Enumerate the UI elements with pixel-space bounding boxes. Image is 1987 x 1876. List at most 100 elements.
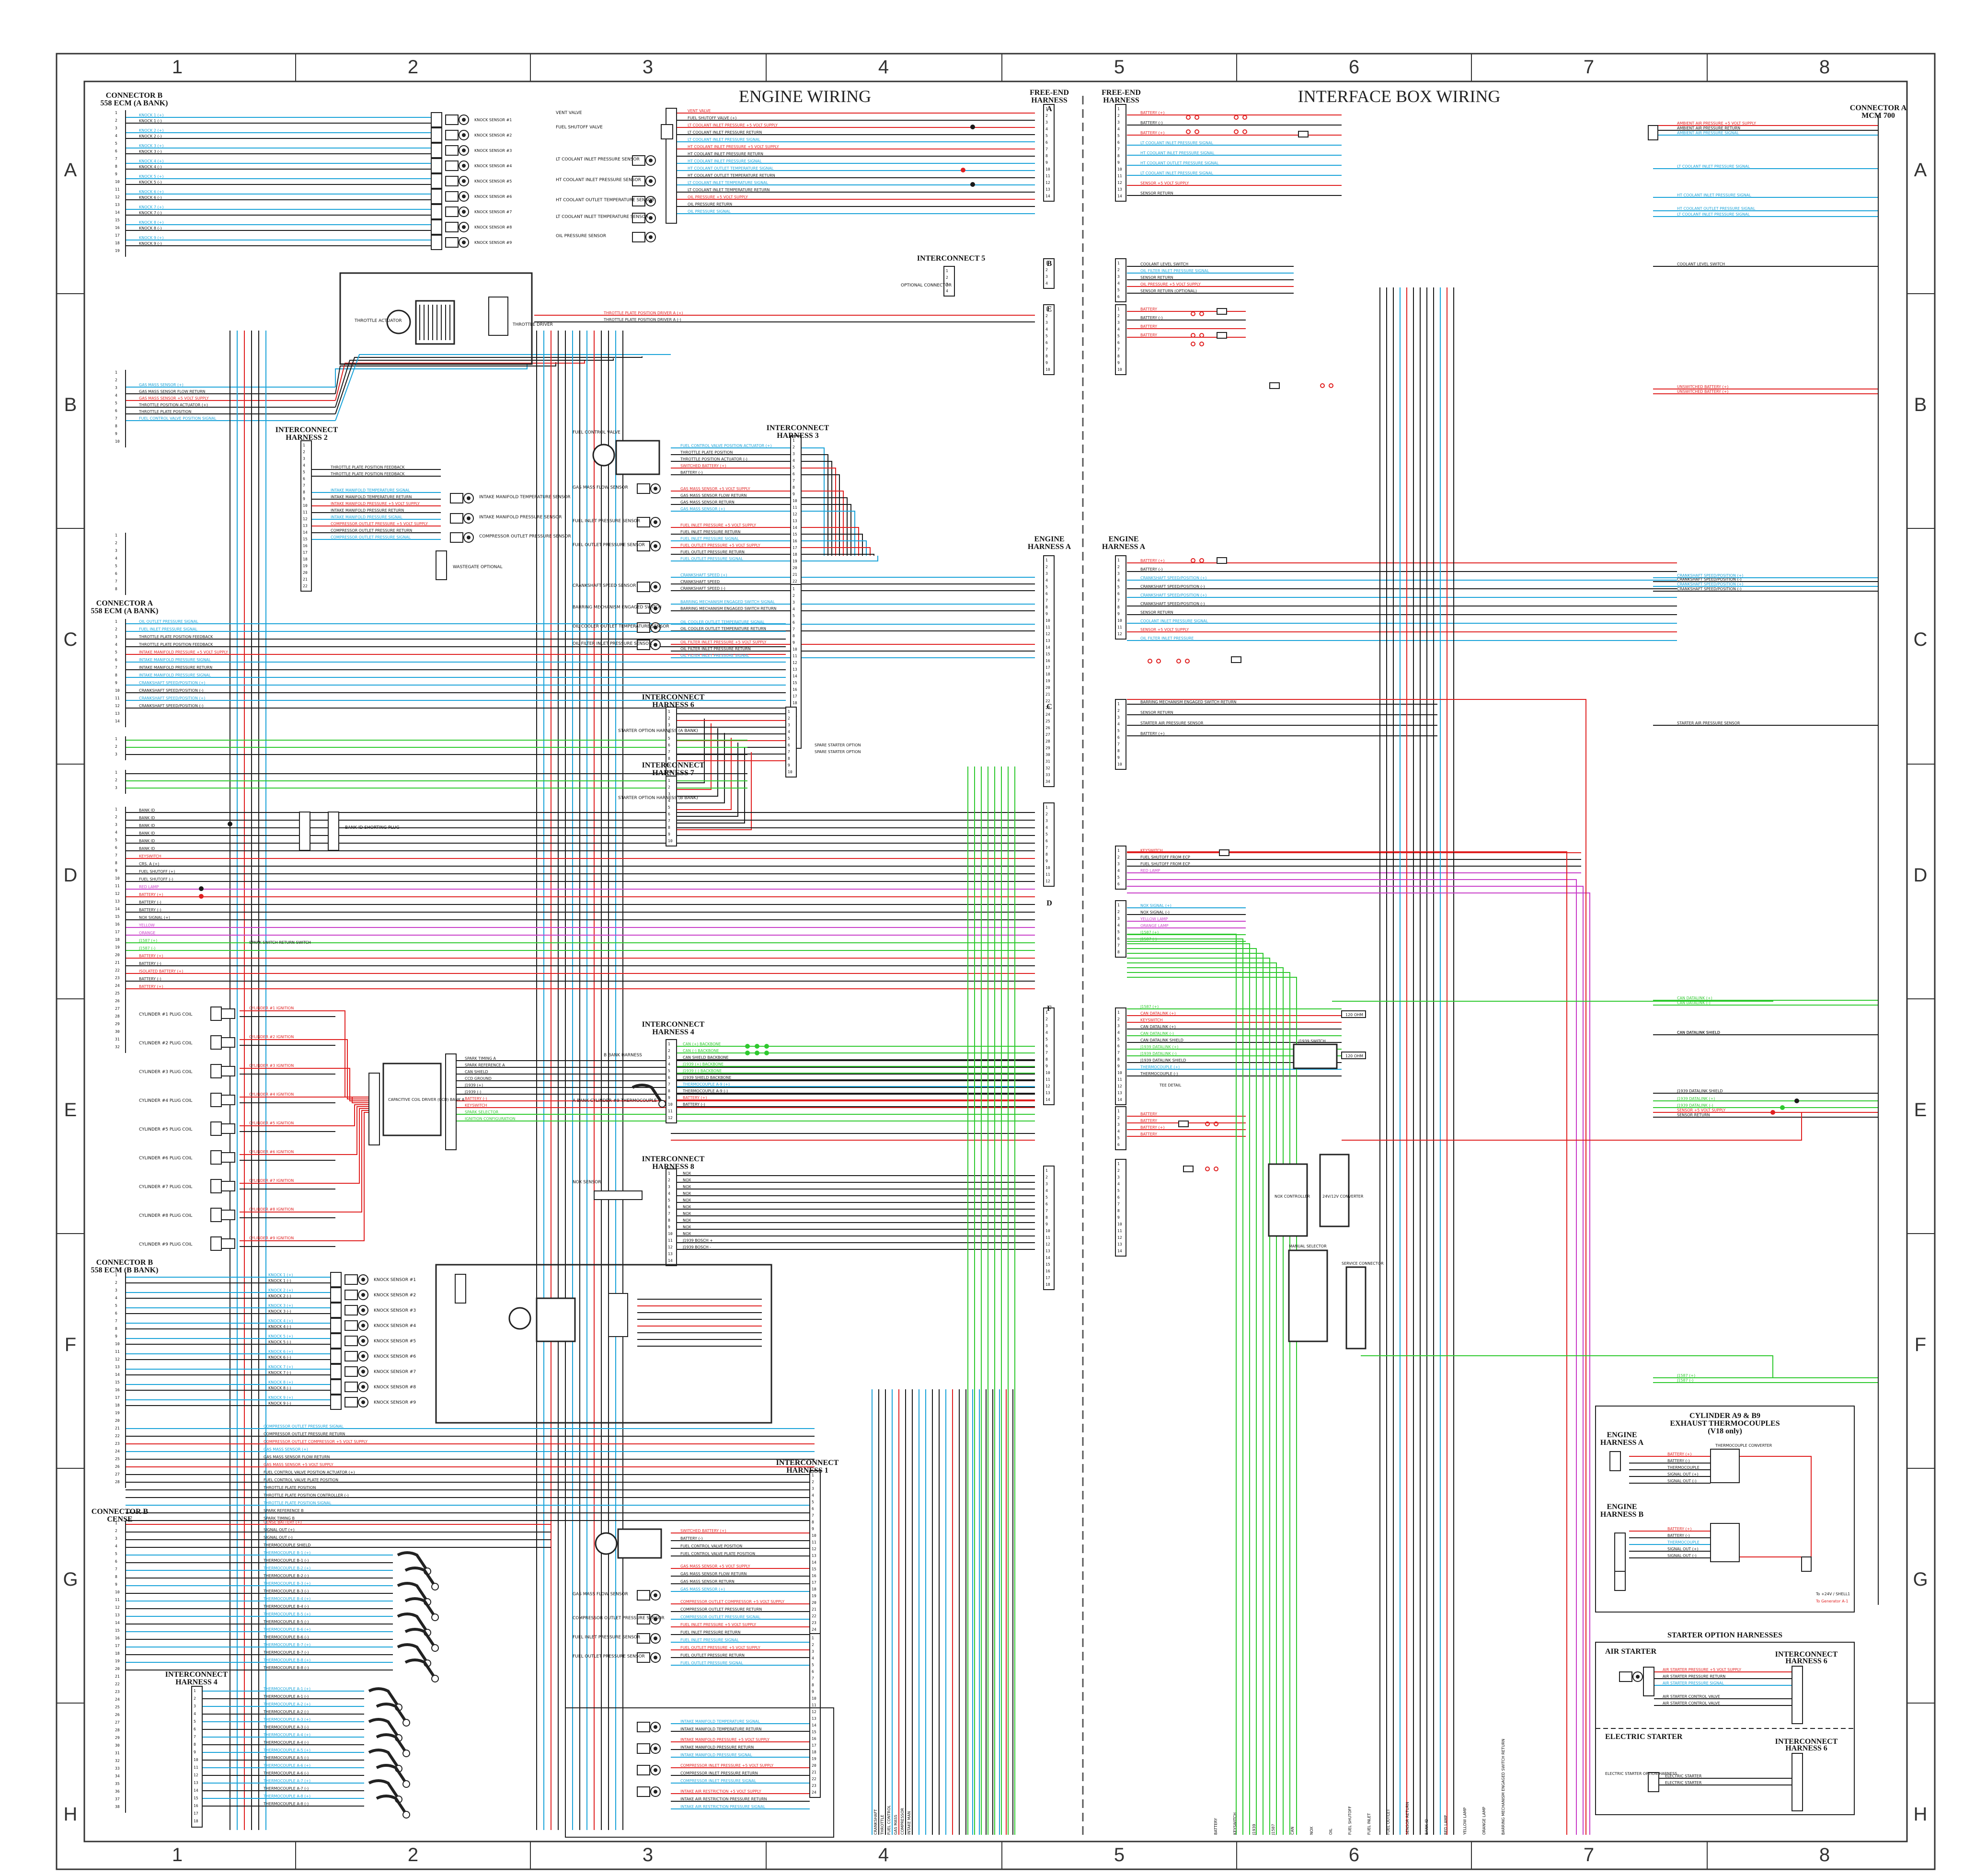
ignition-label: CYLINDER #2 IGNITION bbox=[249, 1035, 294, 1039]
crank-sensor-label: OIL COOLER OUTLET TEMPERATURE SENSOR bbox=[573, 624, 669, 629]
pin-number: 7 bbox=[1117, 943, 1120, 948]
thermo-a-signal: THERMOCOUPLE A-8 (+) bbox=[263, 1794, 310, 1798]
knock-sensor-a-label: KNOCK SENSOR #7 bbox=[474, 210, 512, 214]
conn-b-b-pin: 5 bbox=[115, 1304, 117, 1308]
engine-top-signal: LT COOLANT INLET TEMPERATURE RETURN bbox=[688, 188, 770, 192]
iface-signal: CRANKSHAFT SPEED/POSITION (-) bbox=[1140, 602, 1205, 606]
pin-number: 4 bbox=[946, 289, 948, 293]
knock-a-signal-label: KNOCK 9 (+) bbox=[139, 236, 163, 240]
v18-eng-b: HARNESS B bbox=[1600, 1510, 1644, 1519]
conn-b-a-pin-3: 3 bbox=[115, 549, 117, 553]
knock-a-connector bbox=[431, 143, 442, 158]
b-mid-run bbox=[335, 360, 585, 401]
conn-a-a-pin-4: 22 bbox=[115, 968, 120, 972]
pin-number: 6 bbox=[1117, 295, 1120, 299]
mcm-signal: CAN DATALINK SHIELD bbox=[1677, 1030, 1720, 1035]
junction-dot bbox=[970, 125, 975, 129]
pin-number: 16 bbox=[194, 1804, 198, 1808]
pin-number: 6 bbox=[668, 1205, 670, 1209]
resistor-120-a-label: 120 OHM bbox=[1345, 1013, 1363, 1017]
conn-a-signal: THROTTLE PLATE POSITION FEEDBACK bbox=[138, 635, 213, 639]
thermo-b-signal: THERMOCOUPLE B-5 (+) bbox=[263, 1612, 310, 1616]
pin-number: 3 bbox=[1117, 120, 1120, 125]
pin-number: 10 bbox=[668, 1102, 673, 1107]
engine-sensor-label: LT COOLANT INLET PRESSURE SENSOR bbox=[556, 157, 640, 162]
manual-selector-box bbox=[1288, 1249, 1328, 1342]
pin-number: 3 bbox=[1045, 572, 1048, 576]
starter-a-label: STARTER OPTION HARNESS (A BANK) bbox=[618, 729, 698, 733]
pin-number: 5 bbox=[668, 805, 670, 810]
ic7-run bbox=[677, 728, 718, 797]
bottom-ribbon-label: RED LAMP bbox=[1444, 1815, 1448, 1835]
pin-number: 11 bbox=[1045, 1235, 1050, 1240]
pin-number: 8 bbox=[1117, 154, 1120, 158]
v18-supply bbox=[1739, 1456, 1812, 1557]
conn-a-a-pin: 8 bbox=[115, 673, 117, 677]
nox-signal: NOX bbox=[683, 1171, 691, 1176]
pin-number: 5 bbox=[668, 1069, 670, 1073]
pin-number: 18 bbox=[812, 1587, 816, 1591]
crank-sensor-body bbox=[637, 640, 650, 650]
pin-number: 14 bbox=[194, 1788, 198, 1793]
v18-line-a: SIGNAL OUT (-) bbox=[1667, 1479, 1697, 1483]
ic1-signal: GAS MASS SENSOR (+) bbox=[680, 1587, 725, 1591]
knock-a-signal-label: KNOCK 9 (-) bbox=[139, 241, 162, 246]
conn-b-a-pin: 2 bbox=[115, 118, 117, 123]
thermo-b-signal: THERMOCOUPLE B-5 (-) bbox=[263, 1620, 309, 1624]
pin-number: 17 bbox=[1045, 665, 1050, 670]
throttle-signal: THROTTLE PLATE POSITION DRIVER A (-) bbox=[603, 318, 681, 322]
pin-number: 4 bbox=[1117, 1030, 1120, 1035]
conn-a-a-pin-4: 18 bbox=[115, 938, 120, 942]
pin-number: 30 bbox=[1045, 753, 1050, 757]
engine-top-signal: HT COOLANT INLET PRESSURE SIGNAL bbox=[688, 159, 762, 163]
knock-b-connector bbox=[330, 1303, 342, 1318]
v18-line-a: THERMOCOUPLE bbox=[1667, 1465, 1700, 1470]
b-mid-run bbox=[335, 362, 556, 394]
pin-number: 10 bbox=[1117, 762, 1122, 766]
iface-signal: J1939 DATALINK (+) bbox=[1140, 1045, 1178, 1049]
knock-sensor-a-icon-core bbox=[462, 133, 466, 137]
conn-a-a-pin-4: 32 bbox=[115, 1045, 120, 1049]
plug-coil-plug bbox=[221, 1123, 235, 1134]
electric-starter-signal: ELECTRIC STARTER bbox=[1665, 1781, 1702, 1785]
pin-number: 4 bbox=[788, 730, 790, 734]
engine-sensor-label: FUEL SHUTOFF VALVE bbox=[556, 125, 603, 130]
conn-b-b-pin: 15 bbox=[115, 1380, 120, 1384]
knock-a-signal-label: KNOCK 3 (+) bbox=[139, 144, 163, 148]
pin-number: 3 bbox=[1045, 819, 1048, 823]
knock-b-signal: KNOCK 9 (+) bbox=[268, 1396, 293, 1400]
pin-number: 2 bbox=[1045, 114, 1048, 118]
conn-a-signal: CRANKSHAFT SPEED/POSITION (+) bbox=[139, 681, 205, 685]
pin-number: 7 bbox=[1117, 598, 1120, 603]
junction-dot bbox=[970, 182, 975, 187]
relay-contact bbox=[1329, 383, 1333, 388]
ic1-sensor-label: FUEL INLET PRESSURE SENSOR bbox=[573, 1635, 640, 1640]
ic2-signal: INTAKE MANIFOLD TEMPERATURE RETURN bbox=[331, 495, 412, 499]
pin-number: 2 bbox=[668, 1049, 670, 1053]
bottom-ribbon-label: GAS MASS bbox=[894, 1815, 898, 1835]
pin-number: 1 bbox=[1117, 702, 1120, 706]
nox-signal: NOX bbox=[683, 1185, 691, 1189]
ignition-label: CYLINDER #1 IGNITION bbox=[249, 1006, 294, 1010]
ic1-signal: FUEL CONTROL VALVE POSITION bbox=[680, 1544, 742, 1548]
iface-engine-a bbox=[1115, 555, 1126, 640]
pin-number: 11 bbox=[1045, 625, 1050, 629]
throttle-driver-label: THROTTLE DRIVER bbox=[512, 322, 553, 327]
junction-dot bbox=[745, 1044, 750, 1049]
mcm-route bbox=[1332, 1000, 1773, 1002]
a-bank-thermocouple-probe bbox=[376, 1703, 407, 1722]
ic1-low-signal: INTAKE AIR RESTRICTION PRESSURE RETURN bbox=[680, 1797, 767, 1801]
junction-dot bbox=[745, 1051, 750, 1055]
pin-number: 8 bbox=[1117, 354, 1120, 358]
pin-number: 1 bbox=[1045, 1010, 1048, 1015]
ic4-signal: BATTERY (-) bbox=[683, 1102, 705, 1107]
pin-number: 9 bbox=[1117, 160, 1120, 165]
knock-b-connector bbox=[330, 1364, 342, 1379]
b-bank-thermocouple-tip bbox=[431, 1583, 439, 1590]
pin-number: 5 bbox=[1117, 729, 1120, 733]
iface-signal: FUEL SHUTOFF FROM ECP bbox=[1140, 862, 1190, 866]
v18-title: EXHAUST THERMOCOUPLES bbox=[1670, 1419, 1780, 1428]
conn-a-a-pin-4: 4 bbox=[115, 830, 117, 835]
connector-a-a-bank-title: CONNECTOR A bbox=[96, 599, 153, 607]
